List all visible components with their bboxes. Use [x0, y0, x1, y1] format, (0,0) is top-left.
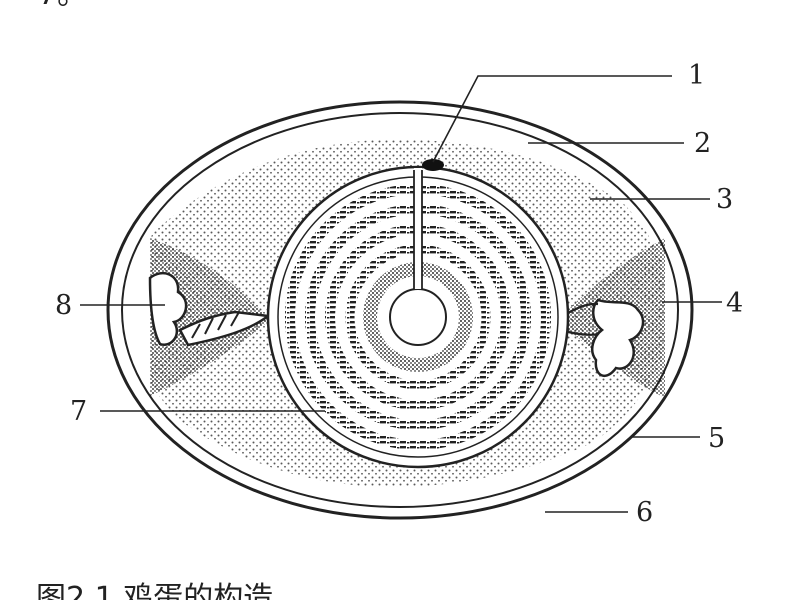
callout-6: 6 — [636, 497, 653, 528]
yolk — [266, 165, 570, 469]
callout-5: 5 — [708, 423, 725, 454]
callout-7: 7 — [70, 396, 87, 427]
shell-membrane — [121, 112, 679, 508]
callout-2: 2 — [694, 128, 711, 159]
callout-3: 3 — [716, 184, 733, 215]
callout-lines — [80, 75, 722, 513]
chalaza-left — [148, 272, 272, 347]
callout-8: 8 — [55, 290, 72, 321]
blastodisc — [422, 159, 444, 171]
callout-1: 1 — [688, 60, 705, 91]
previous-page-text-fragment: 7。 — [38, 0, 87, 10]
callout-4: 4 — [726, 288, 743, 319]
shell-outer — [106, 100, 694, 520]
figure-caption: 图2.1 鸡蛋的构造 — [36, 581, 274, 600]
